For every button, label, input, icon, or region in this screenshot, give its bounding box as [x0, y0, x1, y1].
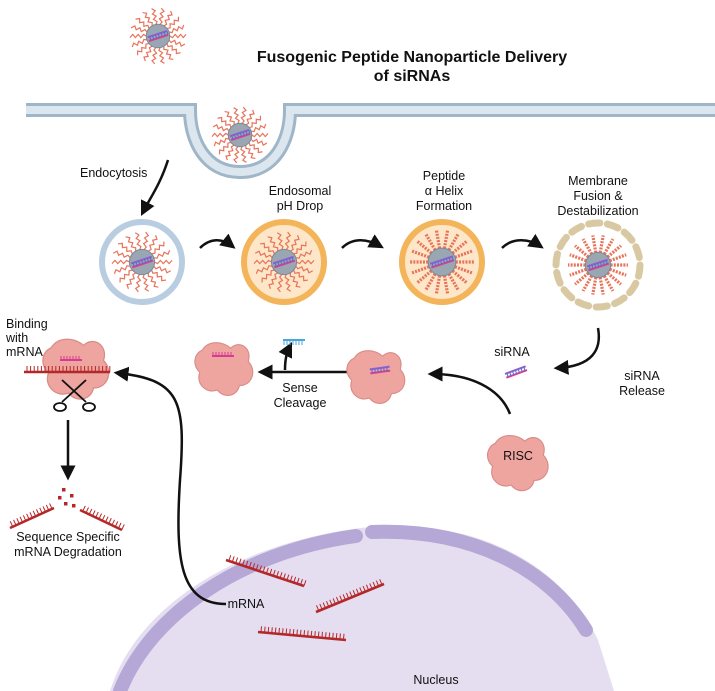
label-endosomal: Endosomal [269, 184, 332, 198]
mrna-strand-icon [9, 366, 385, 642]
sirna-duplex-icon [212, 352, 234, 357]
label-risc: RISC [503, 449, 533, 463]
label-nucleus: Nucleus [413, 673, 458, 687]
label-sirna-release: siRNA [624, 369, 660, 383]
diagram-title-line2: of siRNAs [374, 68, 451, 85]
label-mrna-binding: mRNA [6, 345, 43, 359]
nanoparticle-icon [211, 106, 269, 164]
label-destabilization: Destabilization [557, 204, 638, 218]
nanoparticle-icon [129, 7, 187, 65]
risc-complex-icon [194, 342, 254, 396]
label-alpha-helix: α Helix [425, 184, 464, 198]
sirna-duplex-icon [504, 365, 528, 379]
nanoparticle-icon [568, 235, 628, 295]
label-binding: Binding [6, 317, 48, 331]
nanoparticle-icon [111, 231, 173, 293]
risc-complex-icon [486, 434, 549, 492]
label-formation: Formation [416, 199, 472, 213]
nucleus-icon [110, 524, 614, 691]
risc-complex-icon [346, 350, 406, 404]
label-release: Release [619, 384, 665, 398]
label-mrna: mRNA [228, 597, 265, 611]
nanoparticle-icon [409, 229, 475, 295]
label-cleavage: Cleavage [274, 396, 327, 410]
sirna-duplex-icon [283, 339, 305, 345]
label-membrane: Membrane [568, 174, 628, 188]
label-peptide: Peptide [423, 169, 465, 183]
label-sequence-specific: Sequence Specific [16, 530, 120, 544]
label-mrna-degradation: mRNA Degradation [14, 545, 122, 559]
label-fusion: Fusion & [573, 189, 623, 203]
sirna-duplex-icon [369, 365, 391, 375]
diagram-title: Fusogenic Peptide Nanoparticle Delivery [257, 49, 567, 66]
sirna-duplex-icon [60, 356, 82, 361]
arrows [60, 159, 601, 606]
cell-membrane [26, 103, 715, 180]
nanoparticle-icon [253, 231, 315, 293]
label-with: with [5, 331, 28, 345]
label-endocytosis: Endocytosis [80, 166, 147, 180]
scissors-icon [53, 379, 96, 412]
label-sense: Sense [282, 381, 317, 395]
endosome-icon [552, 219, 644, 311]
label-ph-drop: pH Drop [277, 199, 324, 213]
label-sirna: siRNA [494, 345, 530, 359]
